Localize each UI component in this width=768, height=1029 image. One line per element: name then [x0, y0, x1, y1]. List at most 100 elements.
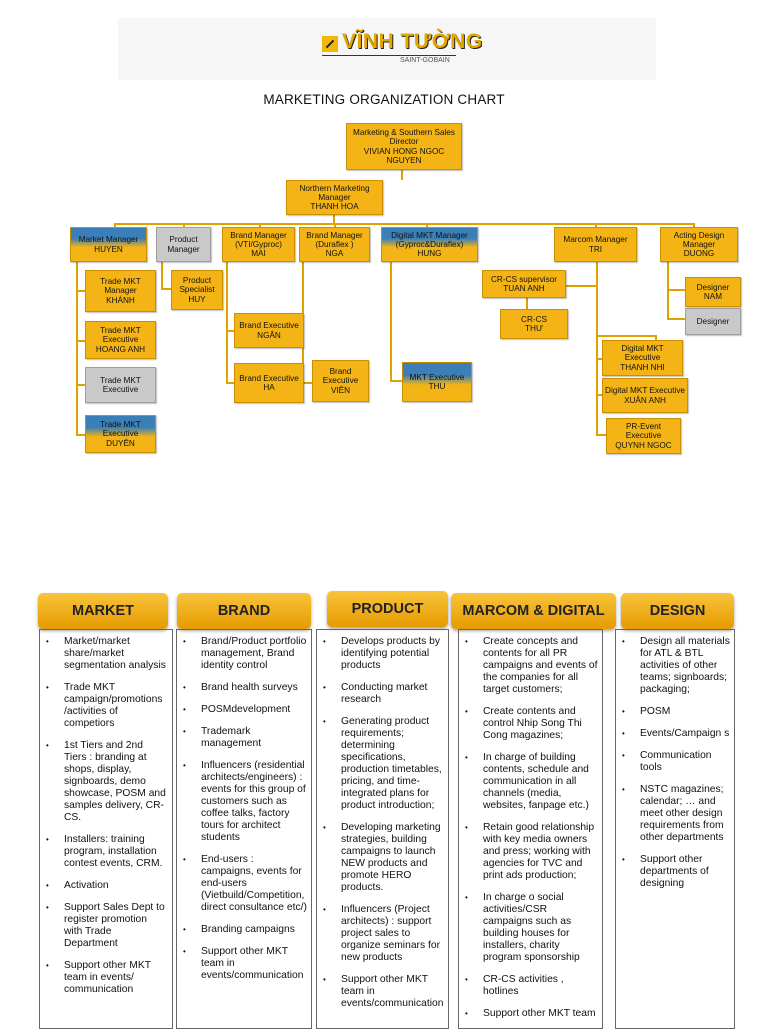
org-box-digital-executive-2: Digital MKT Executive XUÂN ANH	[602, 378, 688, 413]
responsibility-item: Support other MKT team in events/ commun…	[46, 960, 168, 996]
org-box-trade-mkt-executive-2: Trade MKT Executive	[85, 367, 156, 403]
connector-line	[596, 358, 602, 360]
responsibility-item: Influencers (Project architects) : suppo…	[323, 904, 444, 964]
org-role: Digital MKT Executive	[621, 344, 664, 363]
column-marcom-digital: Create concepts and contents for all PR …	[458, 629, 603, 1029]
connector-line	[114, 223, 116, 227]
connector-line	[390, 380, 402, 382]
responsibility-item: Create concepts and contents for all PR …	[465, 636, 598, 696]
responsibility-item: 1st Tiers and 2nd Tiers : branding at sh…	[46, 740, 168, 824]
org-role: Northern Marketing Manager	[299, 183, 370, 202]
column-header-product: PRODUCT	[327, 591, 448, 627]
responsibility-item: Generating product requirements; determi…	[323, 716, 444, 812]
org-box-brand-manager-duraflex: Brand Manager (Duraflex ) NGA	[299, 227, 370, 262]
column-market: Market/market share/market segmentation …	[39, 629, 173, 1029]
connector-line	[259, 223, 261, 227]
responsibility-item: In charge o social activities/CSR campai…	[465, 892, 598, 964]
org-role: Designer	[696, 316, 730, 326]
responsibility-item: In charge of building contents, schedule…	[465, 752, 598, 812]
responsibility-item: Brand/Product portfolio management, Bran…	[183, 636, 307, 672]
responsibility-item: Trademark management	[183, 726, 307, 750]
brand-logo-subtext: SAINT-GOBAIN	[400, 57, 450, 64]
org-box-trade-mkt-executive-3: Trade MKT Executive DUYÊN	[85, 415, 156, 453]
org-box-director: Marketing & Southern Sales Director VIVI…	[346, 123, 462, 170]
connector-line	[426, 223, 428, 227]
column-header-market: MARKET	[38, 593, 168, 629]
connector-line	[183, 223, 185, 227]
responsibility-item: Branding campaigns	[183, 924, 307, 936]
org-role: CR-CS supervisor	[491, 274, 557, 284]
org-name: HUNG	[417, 249, 442, 259]
connector-line	[596, 434, 606, 436]
org-box-brand-manager-vti: Brand Manager (VTI/Gyproc) MAI	[222, 227, 295, 262]
org-box-trade-mkt-executive-1: Trade MKT Executive HOANG ANH	[85, 321, 156, 359]
org-name: NAM	[703, 292, 723, 301]
connector-line	[226, 382, 234, 384]
responsibility-item: Events/Campaign s	[622, 728, 730, 740]
org-name: MAI	[251, 249, 266, 259]
org-role: Digital MKT Executive	[605, 386, 685, 396]
connector-line	[390, 262, 392, 382]
responsibility-item: Market/market share/market segmentation …	[46, 636, 168, 672]
org-role: Brand Executive	[322, 367, 359, 386]
connector-line	[76, 340, 86, 342]
connector-line	[302, 382, 312, 384]
logo-banner	[118, 18, 656, 80]
responsibility-item: POSMdevelopment	[183, 704, 307, 716]
org-name: THANH HOA	[310, 202, 359, 212]
responsibility-item: Developing marketing strategies, buildin…	[323, 822, 444, 894]
responsibility-item: NSTC magazines; calendar; … and meet oth…	[622, 784, 730, 844]
org-role: Trade MKT Manager	[100, 277, 141, 296]
org-box-designer-2: Designer	[685, 308, 741, 335]
org-name: HUY	[188, 294, 206, 304]
org-name: QUYNH NGOC	[615, 440, 672, 450]
responsibility-item: Influencers (residential architects/engi…	[183, 760, 307, 844]
connector-line	[76, 384, 86, 386]
org-role: Brand Executive	[239, 373, 299, 383]
org-role: Brand Manager (VTI/Gyproc)	[230, 230, 287, 249]
org-name: VIVIAN HONG NGOC NGUYEN	[363, 146, 445, 165]
connector-line	[114, 223, 694, 225]
connector-line	[161, 288, 171, 290]
responsibility-item: Support Sales Dept to register promotion…	[46, 902, 168, 950]
connector-line	[563, 285, 597, 287]
org-box-brand-executive-vien: Brand Executive VIÊN	[312, 360, 369, 402]
org-role: Marketing & Southern Sales Director	[353, 127, 455, 147]
org-role: Digital MKT Manager (Gyproc&Duraflex)	[391, 230, 468, 249]
connector-line	[334, 223, 336, 227]
column-design: Design all materials for ATL & BTL activ…	[615, 629, 735, 1029]
org-name: THU	[428, 382, 446, 391]
org-role: CR-CS	[521, 314, 547, 324]
responsibility-item: Trade MKT campaign/promotions /activitie…	[46, 682, 168, 730]
connector-line	[526, 297, 528, 309]
org-box-trade-mkt-manager: Trade MKT Manager KHÁNH	[85, 270, 156, 312]
connector-line	[667, 262, 669, 320]
org-box-design-manager: Acting Design Manager DUONG	[660, 227, 738, 262]
column-header-design: DESIGN	[621, 593, 734, 629]
responsibility-item: Support other MKT team in events/communi…	[183, 946, 307, 982]
org-box-northern-manager: Northern Marketing Manager THANH HOA	[286, 180, 383, 215]
org-box-brand-executive-ha: Brand Executive HA	[234, 363, 304, 403]
column-brand: Brand/Product portfolio management, Bran…	[176, 629, 312, 1029]
org-name: THANH NHI	[620, 362, 665, 372]
org-name: DUONG	[683, 249, 715, 259]
org-role: Trade MKT Executive	[100, 326, 141, 345]
org-name: HA	[263, 383, 275, 392]
connector-line	[693, 223, 695, 227]
org-name: HOANG ANH	[95, 344, 146, 354]
connector-line	[596, 394, 602, 396]
connector-line	[401, 169, 403, 180]
org-name: DUYÊN	[106, 438, 135, 448]
page-title: MARKETING ORGANIZATION CHART	[263, 92, 505, 107]
connector-line	[226, 330, 234, 332]
connector-line	[595, 223, 597, 227]
brand-logo-text: VĨNH TƯỜNG	[342, 30, 483, 53]
org-name: XUÂN ANH	[624, 395, 666, 405]
org-box-product-specialist: Product Specialist HUY	[171, 270, 223, 310]
org-name: NGA	[325, 249, 344, 259]
responsibility-item: Communication tools	[622, 750, 730, 774]
responsibility-item: Retain good relationship with key media …	[465, 822, 598, 882]
responsibility-item: Installers: training program, installati…	[46, 834, 168, 870]
responsibility-item: Brand health surveys	[183, 682, 307, 694]
column-product: Develops products by identifying potenti…	[316, 629, 449, 1029]
